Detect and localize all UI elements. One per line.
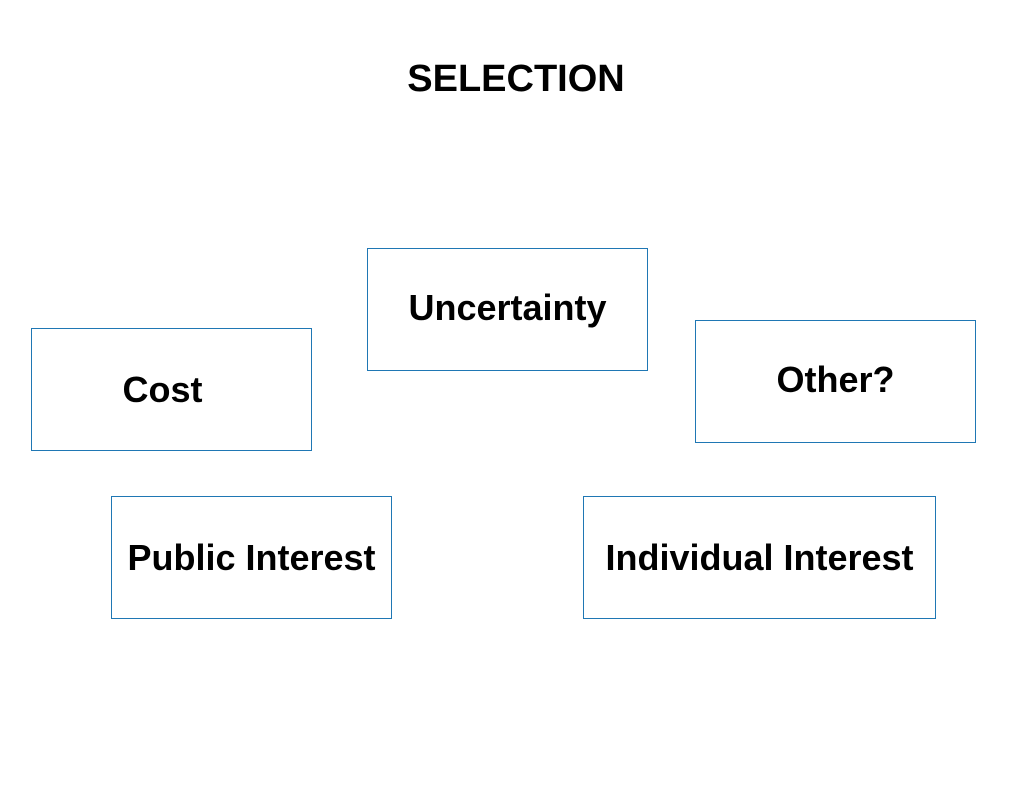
cost-label: Cost (122, 368, 203, 410)
page-title: SELECTION (407, 58, 625, 100)
other-box: Other? (695, 320, 976, 443)
cost-box: Cost (31, 328, 312, 451)
individual-interest-label: Individual Interest (605, 536, 914, 578)
individual-interest-box: Individual Interest (583, 496, 936, 619)
uncertainty-label: Uncertainty (408, 286, 607, 328)
public-interest-label: Public Interest (127, 536, 376, 578)
public-interest-box: Public Interest (111, 496, 392, 619)
other-label: Other? (776, 358, 895, 400)
uncertainty-box: Uncertainty (367, 248, 648, 371)
